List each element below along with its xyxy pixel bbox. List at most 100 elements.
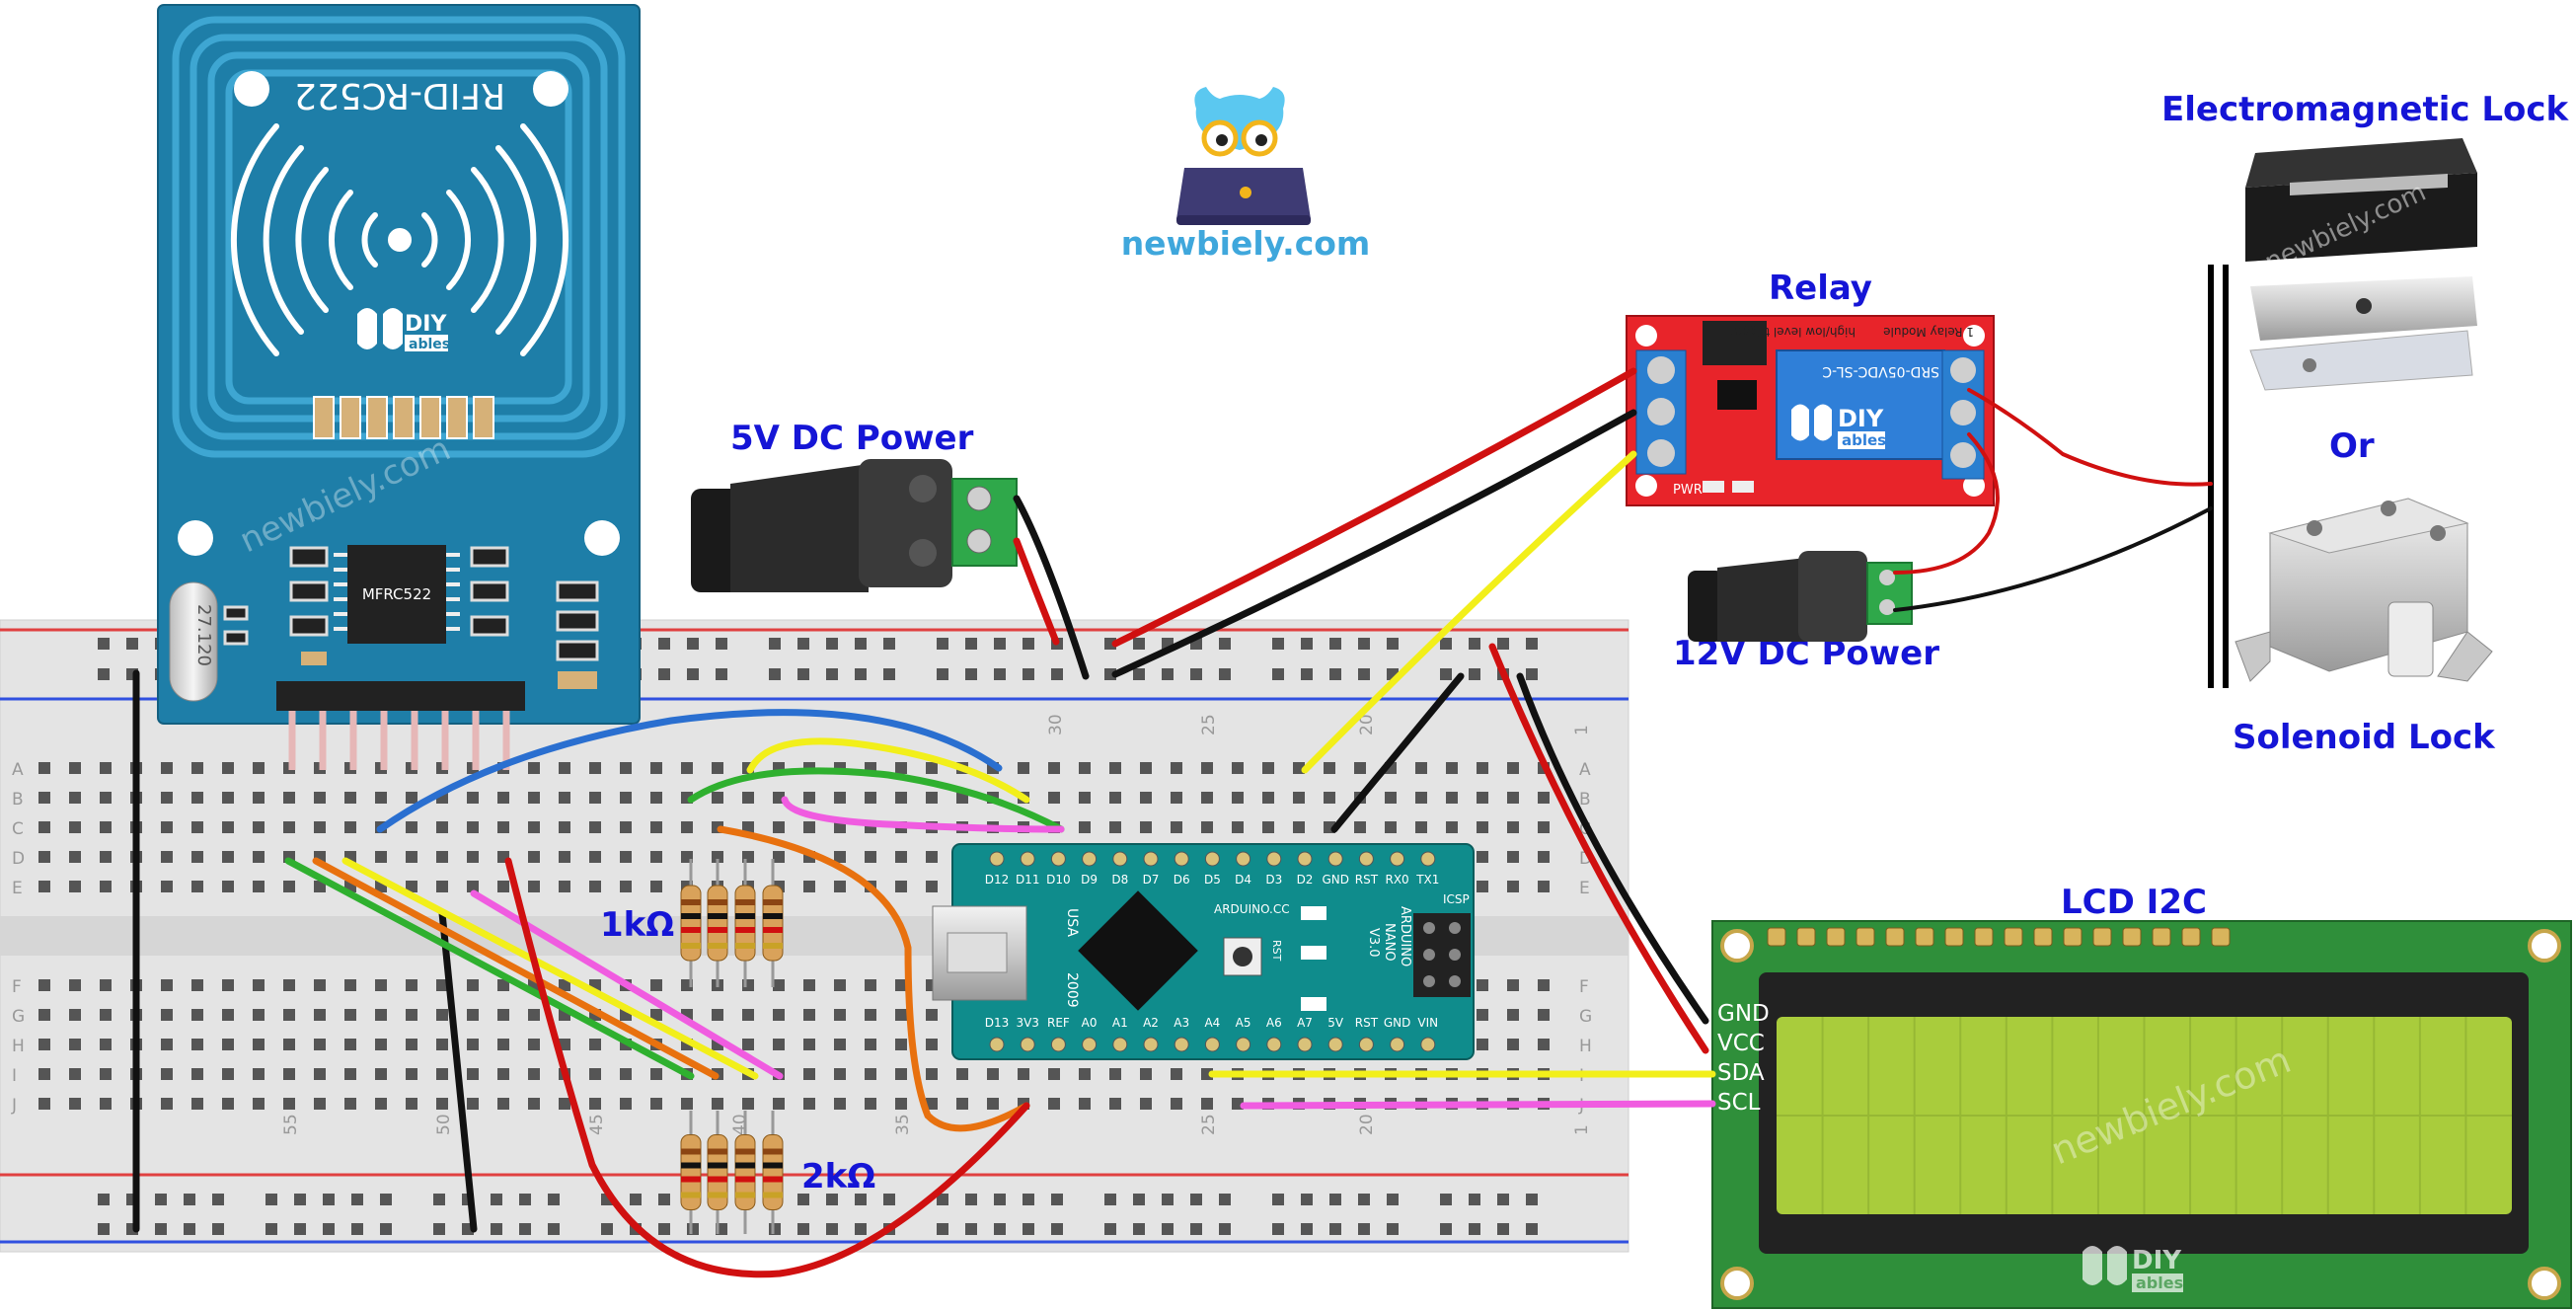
rail-hole [1219,1223,1231,1235]
breadboard-hole [100,762,112,774]
label-solenoid-lock: Solenoid Lock [2233,718,2496,757]
breadboard-column-numbers: 55 50 45 40 35 30 25 25 20 20 1 1 [281,714,1592,1135]
svg-text:ables: ables [1842,431,1886,449]
wire-yellow-diag [341,857,759,1080]
resistor-band [763,899,783,905]
arduino-pin [1266,1037,1282,1052]
breadboard-hole [1446,792,1458,804]
breadboard-hole [100,979,112,991]
breadboard-hole [467,821,479,833]
col-number: 25 [1199,1114,1219,1135]
breadboard-hole [1415,821,1427,833]
lcd-pin-label: SDA [1717,1060,1765,1086]
breadboard-hole [1079,762,1091,774]
breadboard-hole [803,792,815,804]
arduino-pin-label: GND [1384,1016,1411,1030]
rail-hole [937,668,948,680]
breadboard-hole [253,821,265,833]
breadboard-hole [314,979,326,991]
breadboard-hole [467,851,479,863]
rail-hole [1104,668,1116,680]
breadboard-hole [620,1068,632,1080]
resistor-body [734,885,756,962]
arduino-pin [1174,851,1189,867]
breadboard-hole [1140,792,1152,804]
breadboard-hole [344,1009,356,1021]
arduino-pin-label: RX0 [1385,873,1408,887]
lcd-pad [2063,927,2083,947]
rail-hole [380,1223,392,1235]
row-letter: D [12,849,25,869]
breadboard-hole [1477,821,1488,833]
rail-hole [826,638,838,650]
breadboard-hole [38,851,50,863]
breadboard-hole [650,762,662,774]
breadboard-hole [497,1068,509,1080]
resistor-band [735,927,755,933]
breadboard-hole [589,1098,601,1110]
arduino-pin [1236,851,1251,867]
rail-hole [1329,1223,1341,1235]
rail-hole [1497,1223,1509,1235]
arduino-pin-label: A0 [1082,1016,1098,1030]
col-number: 40 [730,1114,750,1135]
breadboard-hole [834,821,846,833]
breadboard-hole [742,1098,754,1110]
arduino-pin-label: 3V3 [1016,1016,1038,1030]
breadboard-hole [69,1068,81,1080]
breadboard-hole [681,1098,693,1110]
rail-hole [994,1194,1006,1205]
breadboard-hole [1109,762,1121,774]
row-letter: G [1579,1007,1592,1027]
rail-hole [1272,1223,1284,1235]
resistor-band [681,927,701,933]
breadboard-hole [865,792,876,804]
breadboard-hole [773,851,785,863]
breadboard-hole [712,1009,723,1021]
rail-hole [658,668,670,680]
breadboard-hole [926,1098,938,1110]
breadboard-hole [375,979,387,991]
arduino-pin-label: A2 [1143,1016,1159,1030]
rail-hole [126,638,138,650]
resistor-band [763,1162,783,1169]
lcd-pin-label: VCC [1717,1031,1765,1056]
breadboard-hole [803,979,815,991]
col-number: 50 [434,1114,454,1135]
rail-hole [155,1223,167,1235]
resistor-body [762,885,784,962]
breadboard-hole [1201,1068,1213,1080]
breadboard-hole [1048,1098,1060,1110]
rail-hole [687,668,699,680]
breadboard-hole [650,821,662,833]
rail-hole [351,1194,363,1205]
rail-hole [1358,1223,1370,1235]
breadboard-hole [650,1068,662,1080]
breadboard-hole [926,851,938,863]
row-letter: A [12,760,24,780]
rail-hole [351,1223,363,1235]
arduino-pin-label: D8 [1111,873,1128,887]
breadboard-hole [100,881,112,892]
arduino-pin-label: D3 [1265,873,1282,887]
rail-hole [1219,1194,1231,1205]
col-number: 25 [1199,714,1219,735]
rail-hole [1023,668,1034,680]
label-or: Or [2329,426,2375,466]
rail-hole [769,668,781,680]
resistor-body [707,1134,728,1210]
rail-hole [937,1194,948,1205]
rail-hole [1104,1223,1116,1235]
breadboard-hole [1293,792,1305,804]
arduino-pin-label: TX1 [1415,873,1439,887]
rail-hole [1329,668,1341,680]
breadboard-hole [1018,762,1029,774]
rail-hole [491,1223,502,1235]
col-number: 55 [281,1114,301,1135]
col-number: 45 [587,1114,607,1135]
resistor-band [708,899,727,905]
diyables-logo: DIY ables [357,308,450,352]
relay-pwr-label: PWR [1673,483,1703,498]
